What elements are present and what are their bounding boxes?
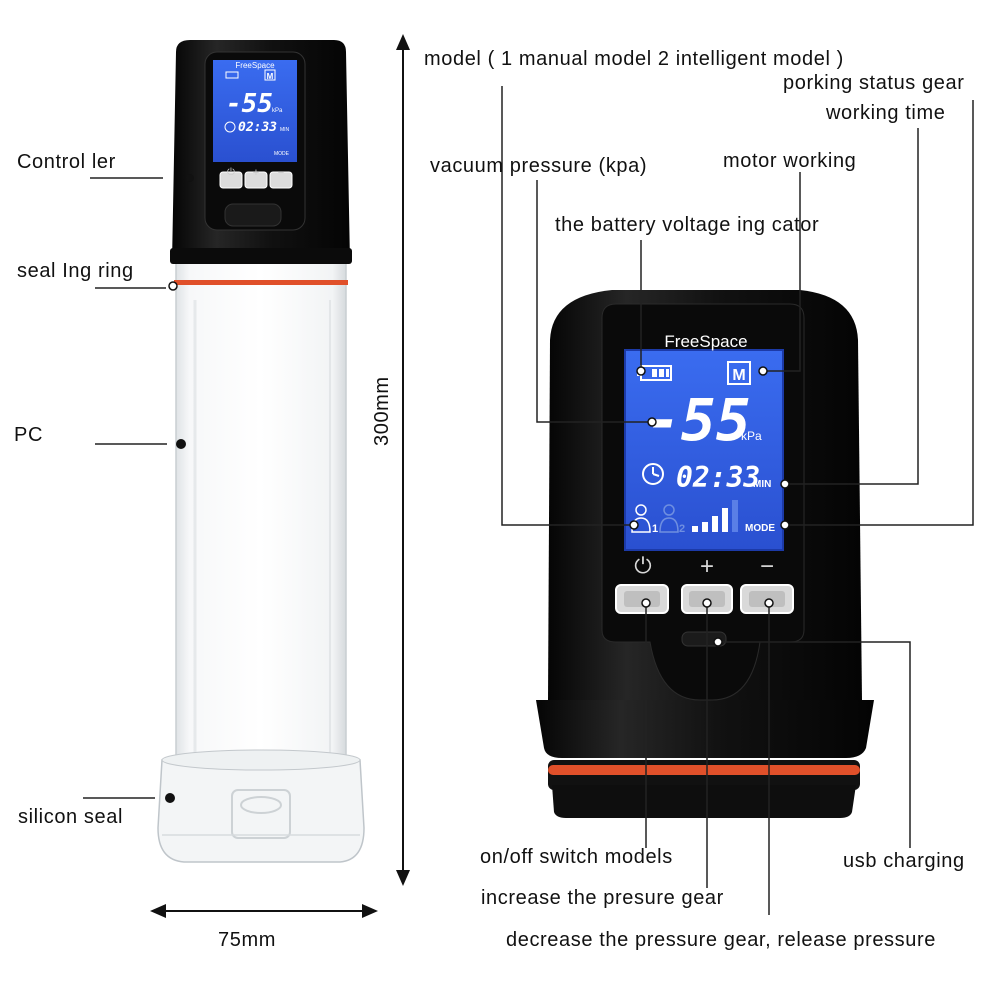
- pressure-readout: -55: [646, 386, 751, 454]
- svg-text:+: +: [253, 167, 259, 179]
- dimension-arrows: [150, 34, 410, 918]
- pc-tube: [175, 261, 347, 783]
- label-usb-charging: usb charging: [843, 850, 965, 872]
- clock-icon: [642, 463, 664, 485]
- svg-text:-55: -55: [226, 89, 273, 119]
- label-porking-status-gear: porking status gear: [783, 72, 965, 94]
- label-sealing-ring: seal Ing ring: [17, 260, 134, 282]
- minus-icon: −: [760, 553, 774, 580]
- label-on-off: on/off switch models: [480, 846, 673, 868]
- label-motor-working: motor working: [723, 150, 857, 172]
- svg-text:MIN: MIN: [280, 127, 290, 133]
- mode-indicator: [727, 361, 751, 385]
- left-leaders: [83, 174, 194, 803]
- power-icon: ⏻: [634, 553, 651, 578]
- svg-text:M: M: [267, 72, 274, 81]
- svg-text:⏻: ⏻: [227, 167, 235, 178]
- closeup-lcd-screen: [625, 350, 783, 550]
- label-working-time: working time: [826, 102, 946, 124]
- label-battery-indicator: the battery voltage ing cator: [555, 214, 820, 236]
- svg-text:kPa: kPa: [272, 108, 283, 114]
- svg-text:M: M: [732, 367, 745, 384]
- pump-full-view: [157, 40, 365, 863]
- time-readout: 02:33: [676, 461, 760, 494]
- controller-closeup: [536, 290, 874, 818]
- small-lcd-content: FreeSpace M -55 kPa 02:33 MIN MODE ⏻ + −: [224, 61, 290, 179]
- label-silicon-seal: silicon seal: [18, 806, 124, 828]
- time-unit: MIN: [753, 479, 771, 490]
- label-model: model ( 1 manual model 2 intelligent mod…: [424, 48, 844, 70]
- right-leaders: [501, 86, 974, 915]
- sealing-ring: [174, 280, 348, 285]
- svg-text:02:33: 02:33: [238, 120, 277, 135]
- svg-text:MODE: MODE: [274, 151, 290, 157]
- label-increase: increase the presure gear: [481, 887, 724, 909]
- label-height: 300mm: [371, 376, 393, 446]
- right-leader-dots: [629, 366, 790, 647]
- label-width: 75mm: [218, 929, 276, 951]
- brand-text: FreeSpace: [664, 332, 747, 351]
- label-controller: Control ler: [17, 151, 116, 173]
- svg-text:−: −: [278, 167, 284, 179]
- closeup-sealing-ring: [548, 765, 860, 775]
- plus-icon: +: [700, 553, 714, 580]
- svg-text:1: 1: [652, 523, 658, 535]
- svg-text:2: 2: [679, 523, 685, 535]
- svg-text:MODE: MODE: [745, 523, 775, 534]
- label-vacuum-pressure: vacuum pressure (kpa): [430, 155, 648, 177]
- small-lcd-screen: [213, 60, 297, 162]
- silicon-seal-base: [157, 759, 365, 863]
- small-brand: FreeSpace: [235, 61, 275, 70]
- label-pc: PC: [14, 424, 43, 446]
- label-decrease: decrease the pressure gear, release pres…: [506, 929, 936, 951]
- pressure-unit: kPa: [741, 429, 762, 443]
